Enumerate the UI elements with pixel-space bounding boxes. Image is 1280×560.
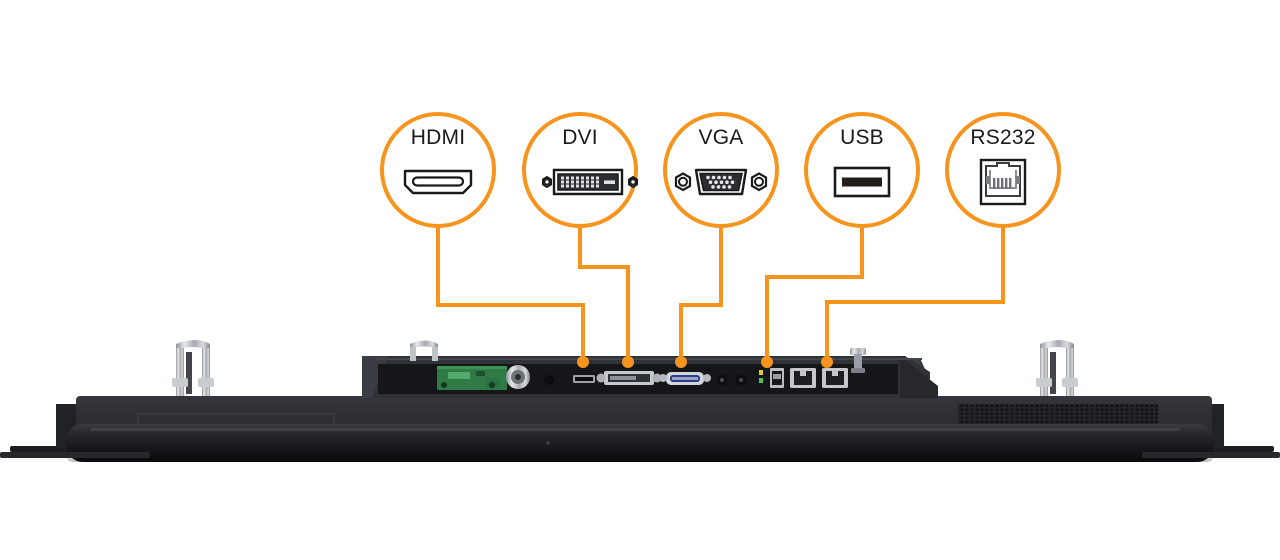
callout-label-dvi: DVI <box>562 126 598 149</box>
callout-label-hdmi: HDMI <box>410 126 466 149</box>
line-in-jack-pin <box>720 378 724 382</box>
monitor-device <box>0 340 1280 462</box>
rs232-rj45-port-icon <box>979 158 1027 206</box>
usb-port-icon <box>833 166 891 198</box>
callout-leader-lines <box>436 226 1005 362</box>
base-rail-right <box>1142 452 1280 458</box>
callout-label-usb: USB <box>840 126 884 149</box>
port-marker-dot-rs232 <box>821 356 833 368</box>
vesa-bracket-right <box>1036 340 1078 396</box>
device-dvi-port <box>596 371 662 385</box>
callout-port-dots <box>577 356 833 368</box>
mounting-thumbscrew <box>850 348 866 373</box>
leader-line-rs232 <box>825 226 1005 362</box>
base-rail-left <box>0 452 150 458</box>
callout-label-vga: VGA <box>698 126 744 149</box>
vesa-bracket-centre <box>410 340 438 361</box>
dc-power-jack <box>506 365 530 389</box>
centre-housing-right-bevel <box>900 356 938 398</box>
centre-housing-highlight <box>376 358 922 360</box>
leader-line-vga <box>679 226 723 362</box>
device-usb-port <box>770 368 784 388</box>
device-vga-port <box>659 372 711 385</box>
audio-jack <box>544 375 554 385</box>
device-rj45-port-1 <box>790 368 816 388</box>
vent-grille <box>958 404 1158 426</box>
device-rs232-port <box>822 368 848 388</box>
port-marker-dot-dvi <box>622 356 634 368</box>
bezel-specular-highlight <box>90 428 1180 431</box>
leader-line-hdmi <box>436 226 585 362</box>
vesa-bracket-left <box>172 340 214 396</box>
leader-line-usb <box>765 226 864 362</box>
port-marker-dot-vga <box>675 356 687 368</box>
leader-line-dvi <box>578 226 630 362</box>
pcb-board <box>437 366 507 390</box>
bezel-shadow <box>66 448 1214 462</box>
bezel-dot-mark <box>546 441 550 445</box>
device-hdmi-port <box>573 375 595 383</box>
port-marker-dot-hdmi <box>577 356 589 368</box>
led-status <box>759 378 763 383</box>
vga-port-icon <box>674 168 768 196</box>
line-out-jack-pin <box>739 378 743 382</box>
callout-port-icons <box>403 158 1027 206</box>
hdmi-port-icon <box>403 169 473 195</box>
callout-label-rs232: RS232 <box>970 126 1036 149</box>
dvi-port-icon <box>542 168 638 196</box>
led-power <box>759 370 763 375</box>
port-marker-dot-usb <box>761 356 773 368</box>
